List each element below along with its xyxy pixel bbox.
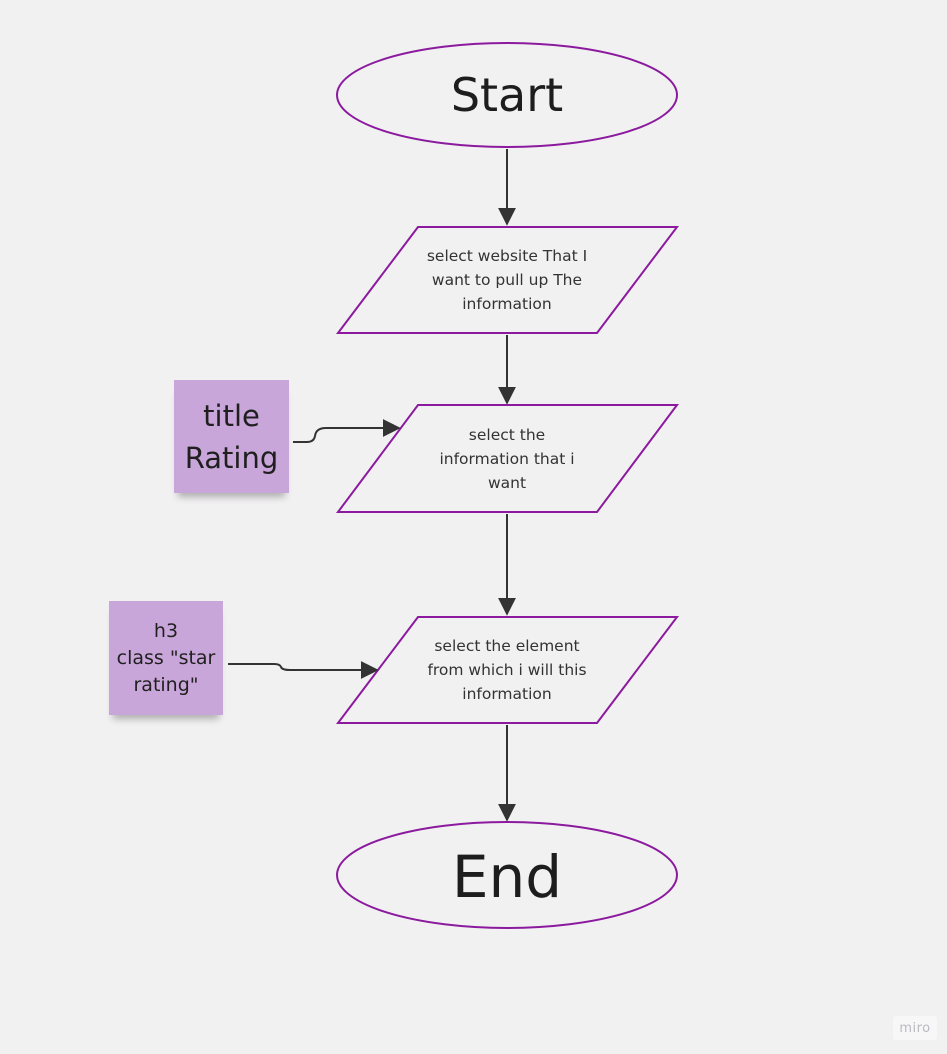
step3-io-shape[interactable] <box>335 616 680 724</box>
connector-note2-to-step3 <box>228 661 379 679</box>
miro-watermark: miro <box>893 1016 937 1040</box>
step3-label: select the element from which i will thi… <box>427 637 587 703</box>
start-terminal-shape[interactable] <box>336 42 678 148</box>
step1-label: select website That I want to pull up Th… <box>426 247 588 313</box>
sticky-note-h3-class[interactable]: h3 class "star rating" <box>109 601 223 715</box>
start-label: Start <box>450 68 564 122</box>
sticky-note-title-rating[interactable]: title Rating <box>174 380 289 493</box>
step2-label: select the information that i want <box>439 426 575 492</box>
step2-io-shape[interactable] <box>336 404 679 513</box>
end-terminal-shape[interactable] <box>336 821 678 929</box>
step1-io-shape[interactable] <box>335 226 680 334</box>
end-label: End <box>451 843 563 911</box>
connector-note1-to-step2 <box>293 419 401 443</box>
